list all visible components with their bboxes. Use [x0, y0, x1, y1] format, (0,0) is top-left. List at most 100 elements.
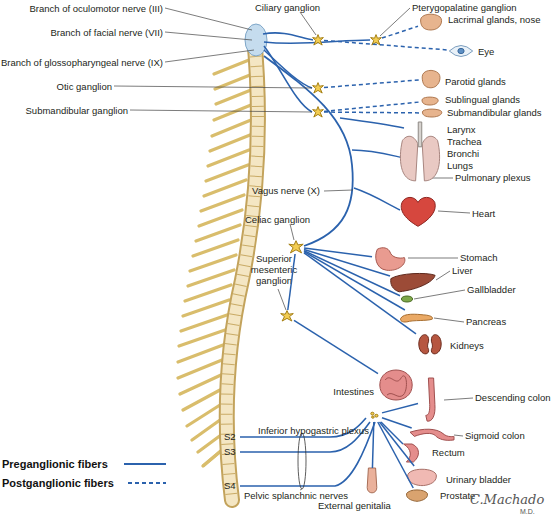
organ-label: Parotid glands: [445, 76, 506, 87]
organ-node: Urinary bladder: [404, 466, 440, 486]
node-outline: [398, 122, 442, 184]
organ-node: Submandibular glands: [420, 108, 444, 118]
ganglion-shape: [371, 35, 382, 45]
ganglion-node: Ciliary ganglion: [312, 34, 324, 46]
legend-text: Preganglionic fibers: [2, 458, 108, 470]
organ-label: Intestines: [333, 386, 374, 397]
vagus-branch: [340, 118, 404, 128]
intestines-shape: [385, 376, 406, 397]
node-outline: [312, 106, 324, 118]
gland-shape: [422, 97, 438, 105]
node-outline: [398, 194, 438, 228]
lungs-shape: [418, 122, 422, 147]
nerve-label: Vagus nerve (X): [252, 185, 320, 196]
gland-shape: [422, 70, 440, 87]
node-outline: [420, 96, 440, 106]
organ-label: Sigmoid colon: [465, 430, 525, 441]
vagus-branch: [352, 150, 404, 158]
intestines-shape: [380, 370, 412, 400]
facial-fiber: [264, 46, 312, 112]
plexus-shape: [371, 412, 378, 418]
sigmoid-shape: [410, 429, 454, 440]
organ-label: Larynx: [447, 124, 476, 135]
organ-label: External genitalia: [318, 500, 391, 511]
node-outline: [280, 310, 294, 322]
organ-node: Pancreas: [400, 310, 434, 324]
organ-label: Otic ganglion: [57, 81, 112, 92]
organ-node: Heart: [398, 194, 438, 228]
signature: M.D.: [520, 508, 535, 516]
organ-node: Stomach: [372, 245, 408, 273]
node-outline: [390, 272, 436, 294]
ganglion-shape: [313, 107, 324, 117]
segment-label: S4: [224, 480, 236, 491]
segment-label: S2: [224, 431, 236, 442]
leader-lines: [114, 8, 473, 490]
node-outline: [420, 68, 442, 90]
lungs-shape: [400, 136, 417, 181]
organ-node: External genitalia: [360, 468, 384, 496]
organ-label: Submandibular glands: [447, 107, 542, 118]
pelvic-splanchnic-fiber: [240, 422, 370, 452]
rectum-shape: [404, 444, 419, 462]
gland-shape: [421, 14, 442, 30]
prostate-shape: [406, 490, 427, 501]
signature: C.Machado: [470, 492, 544, 507]
postganglionic-fiber: [324, 40, 448, 50]
vagus-branch: [354, 188, 400, 210]
plexus-node: Inferior hypogastric plexus: [366, 408, 382, 422]
node-outline: [400, 310, 434, 324]
lungs-shape: [422, 136, 439, 181]
colon-shape: [426, 378, 435, 421]
postganglionic-fiber: [382, 26, 418, 38]
preganglionic-fiber: [304, 248, 372, 257]
ganglion-node: Celiac ganglion: [288, 240, 304, 254]
preganglionic-fiber: [372, 422, 373, 468]
organ-label: Inferior hypogastric plexus: [258, 425, 369, 436]
node-outline: [400, 294, 414, 304]
kidneys-shape: [419, 335, 429, 354]
ganglion-node: Pterygopalatine ganglion: [370, 34, 382, 46]
organ-node: LarynxTracheaBronchiLungs: [398, 122, 442, 184]
pelvic-splanchnic-fiber: [240, 422, 375, 486]
organ-label: Stomach: [460, 252, 498, 263]
node-outline: [378, 360, 414, 410]
eye-shape: [458, 48, 464, 53]
liver-shape: [391, 273, 435, 291]
legend-line-dashed: [128, 482, 166, 484]
stomach-shape: [376, 248, 405, 271]
node-outline: [410, 428, 454, 442]
node-outline: [404, 466, 440, 486]
ganglion-shape: [313, 35, 324, 45]
node-outline: [312, 34, 324, 46]
organ-node: Eye: [448, 40, 474, 62]
node-outline: [416, 330, 444, 358]
organ-node: Kidneys: [416, 330, 444, 358]
spinal-nerve: [203, 450, 222, 466]
organ-node: Sigmoid colon: [410, 428, 454, 442]
node-outline: [418, 378, 444, 422]
nerve-bundle-ring: [298, 433, 306, 489]
preganglionic-fiber: [381, 422, 403, 444]
ganglion-node: Otic ganglion: [312, 82, 324, 94]
node-outline: [370, 34, 382, 46]
organ-node: Intestines: [378, 360, 414, 410]
organ-node: Descending colon: [418, 378, 444, 422]
organ-label: Urinary bladder: [446, 474, 511, 485]
preganglionic-fiber: [294, 320, 378, 373]
organ-node: Prostate: [404, 488, 430, 502]
organ-label: Lacrimal glands, nose: [448, 14, 540, 25]
organ-label: Liver: [452, 265, 473, 276]
organ-label: Bronchi: [447, 148, 479, 159]
organ-label: Submandibular ganglion: [26, 105, 128, 116]
organ-label: Ciliary ganglion: [255, 2, 320, 13]
organ-label: Heart: [472, 208, 495, 219]
ganglion-node: Superior mesenteric ganglion: [280, 310, 294, 322]
node-outline: [418, 12, 444, 32]
postganglionic-fiber: [324, 111, 420, 113]
organ-node: Rectum: [398, 444, 426, 462]
organ-label: Rectum: [432, 447, 465, 458]
legend-line-solid: [124, 463, 166, 465]
kidneys-shape: [431, 335, 441, 354]
